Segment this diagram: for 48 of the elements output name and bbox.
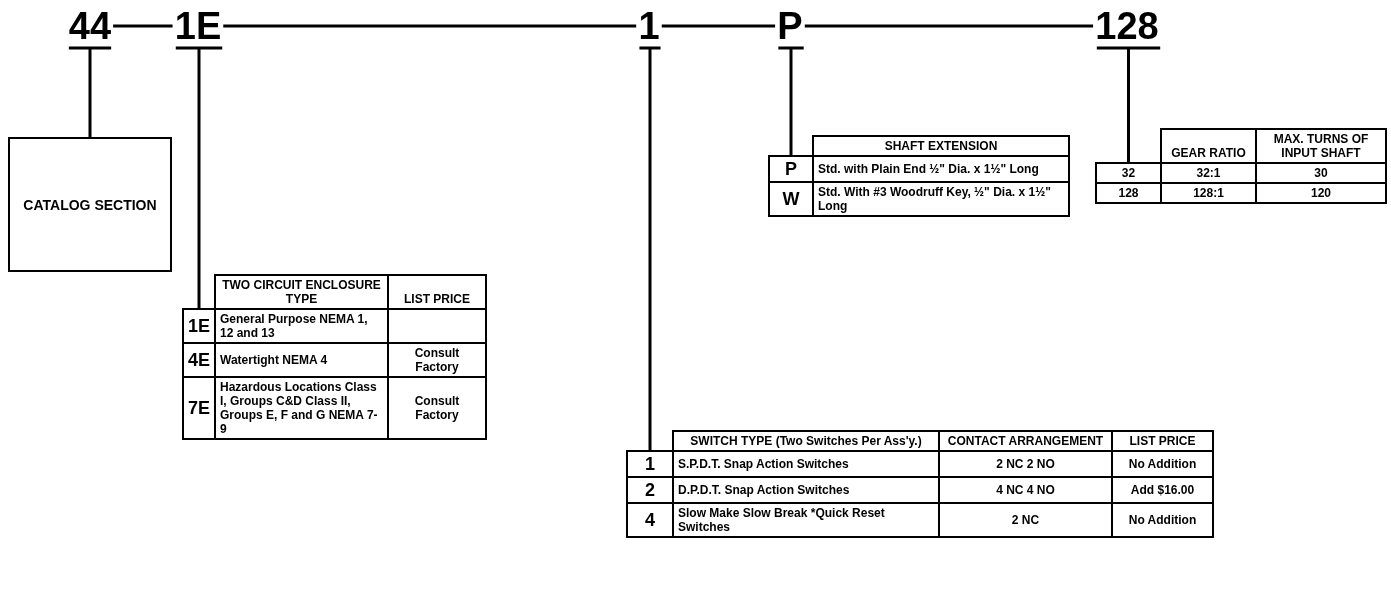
table-cell: Consult Factory bbox=[388, 377, 486, 439]
table-cell: Std. with Plain End ½" Dia. x 1½" Long bbox=[813, 156, 1069, 182]
table-cell: 128 bbox=[1096, 183, 1161, 203]
column-header: SHAFT EXTENSION bbox=[813, 136, 1069, 156]
table-cell: 2 NC bbox=[939, 503, 1112, 537]
catalog-section-box: CATALOG SECTION bbox=[8, 137, 172, 272]
table-cell: No Addition bbox=[1112, 451, 1213, 477]
column-header: SWITCH TYPE (Two Switches Per Ass'y.) bbox=[673, 431, 939, 451]
option-code: 4 bbox=[627, 503, 673, 537]
column-header: LIST PRICE bbox=[1112, 431, 1213, 451]
connector-line bbox=[223, 24, 637, 28]
column-header: MAX. TURNS OF INPUT SHAFT bbox=[1256, 129, 1386, 163]
option-code: P bbox=[769, 156, 813, 182]
connector-line bbox=[804, 24, 1094, 28]
table-cell: 2 NC 2 NO bbox=[939, 451, 1112, 477]
column-header: CONTACT ARRANGEMENT bbox=[939, 431, 1112, 451]
table-cell: 32:1 bbox=[1161, 163, 1256, 183]
option-code: 1 bbox=[627, 451, 673, 477]
table-cell: S.P.D.T. Snap Action Switches bbox=[673, 451, 939, 477]
table-cell: 128:1 bbox=[1161, 183, 1256, 203]
connector-line bbox=[113, 24, 173, 28]
table-cell: Watertight NEMA 4 bbox=[215, 343, 388, 377]
option-code: W bbox=[769, 182, 813, 216]
leader-line bbox=[776, 46, 806, 158]
leader-line bbox=[174, 46, 224, 311]
column-header: TWO CIRCUIT ENCLOSURE TYPE bbox=[215, 275, 388, 309]
leader-line bbox=[637, 46, 663, 453]
option-code: 2 bbox=[627, 477, 673, 503]
leader-line bbox=[1095, 46, 1162, 165]
option-code: 7E bbox=[183, 377, 215, 439]
table-cell: Add $16.00 bbox=[1112, 477, 1213, 503]
table-cell: Std. With #3 Woodruff Key, ½" Dia. x 1½" Long bbox=[813, 182, 1069, 216]
option-code: 1E bbox=[183, 309, 215, 343]
table-cell: Consult Factory bbox=[388, 343, 486, 377]
table-cell: General Purpose NEMA 1, 12 and 13 bbox=[215, 309, 388, 343]
table-cell: 120 bbox=[1256, 183, 1386, 203]
table-cell: 4 NC 4 NO bbox=[939, 477, 1112, 503]
table-cell: Hazardous Locations Class I, Groups C&D Class II, Groups E, F and G NEMA 7-9 bbox=[215, 377, 388, 439]
table-cell: D.P.D.T. Snap Action Switches bbox=[673, 477, 939, 503]
connector-line bbox=[661, 24, 776, 28]
column-header: GEAR RATIO bbox=[1161, 129, 1256, 163]
leader-line bbox=[67, 46, 113, 139]
table-cell: No Addition bbox=[1112, 503, 1213, 537]
option-code: 4E bbox=[183, 343, 215, 377]
table-cell: 30 bbox=[1256, 163, 1386, 183]
option-code: 32 bbox=[1096, 163, 1161, 183]
column-header: LIST PRICE bbox=[388, 275, 486, 309]
table-cell: Slow Make Slow Break *Quick Reset Switches bbox=[673, 503, 939, 537]
